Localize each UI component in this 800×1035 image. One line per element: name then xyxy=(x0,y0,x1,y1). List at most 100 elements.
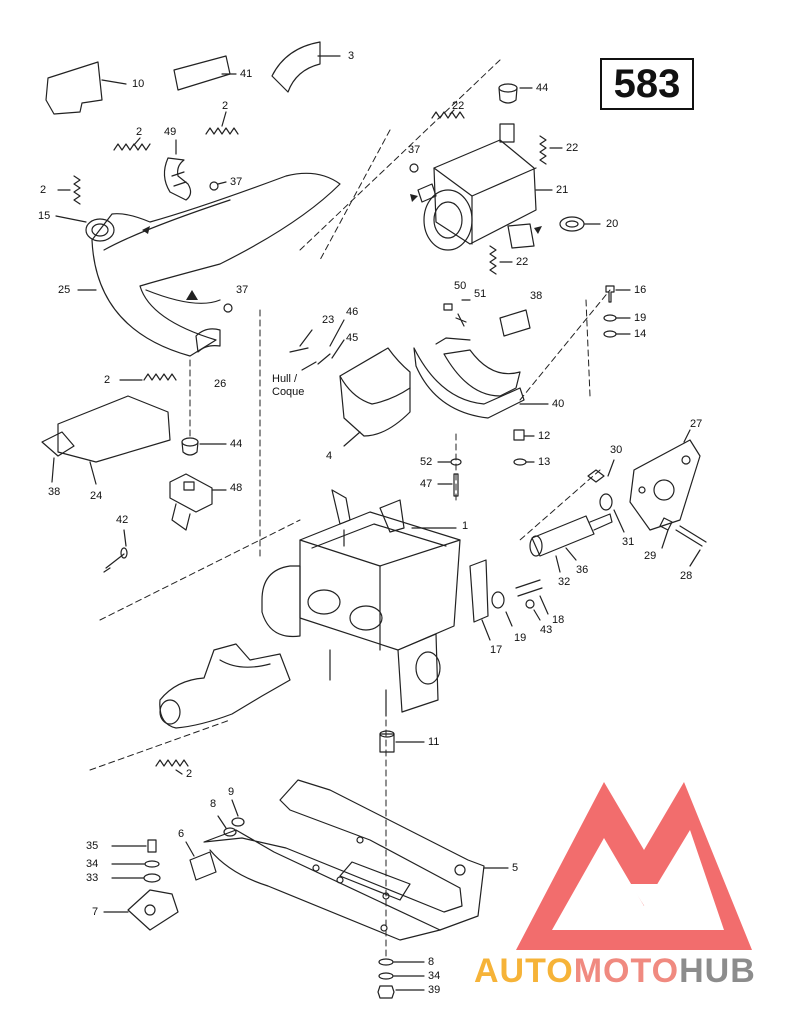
callout-c7: 7 xyxy=(92,906,99,918)
callout-c8a: 8 xyxy=(210,798,217,810)
part-23-46-45-clips xyxy=(289,319,345,371)
callout-c51: 51 xyxy=(474,288,487,300)
callout-c52: 52 xyxy=(420,456,433,468)
part-3-shield xyxy=(271,41,341,93)
spring-part-2-b xyxy=(205,111,239,135)
part-4-hull-saddle xyxy=(339,347,411,447)
callout-c16: 16 xyxy=(634,284,647,296)
callout-c46: 46 xyxy=(346,306,359,318)
callout-c42: 42 xyxy=(116,514,129,526)
part-49-elbow xyxy=(163,139,192,201)
part-17-bracket xyxy=(469,559,549,641)
callout-c22a: 22 xyxy=(452,100,465,112)
part-37-nut-b xyxy=(209,181,227,191)
callout-c37a: 37 xyxy=(408,144,421,156)
callout-c21: 21 xyxy=(556,184,569,196)
hull-label: Hull / Coque xyxy=(272,373,304,399)
callout-c13: 13 xyxy=(538,456,551,468)
callout-c4: 4 xyxy=(326,450,333,462)
callout-c24: 24 xyxy=(90,490,103,502)
part-10-plate xyxy=(45,61,127,115)
callout-c22c: 22 xyxy=(516,256,529,268)
part-50-51-bolts xyxy=(443,299,471,327)
part-21-muffler xyxy=(417,123,553,251)
spring-part-2-e xyxy=(155,759,189,775)
callout-c2d: 2 xyxy=(104,374,111,386)
spring-part-2-d xyxy=(119,373,177,381)
callout-c3: 3 xyxy=(348,50,355,62)
part-9-8-6-hardware xyxy=(185,799,245,881)
callout-c12: 12 xyxy=(538,430,551,442)
callout-c25: 25 xyxy=(58,284,71,296)
assembly-guide-lines xyxy=(89,59,611,961)
part-40-bracket xyxy=(413,337,549,419)
callout-c2b: 2 xyxy=(222,100,229,112)
spring-part-2-a xyxy=(113,137,151,151)
callout-c29: 29 xyxy=(644,550,657,562)
callout-c20: 20 xyxy=(606,218,619,230)
watermark-logo-icon xyxy=(516,782,752,950)
callout-c30: 30 xyxy=(610,444,623,456)
part-38-pad-top xyxy=(499,309,531,337)
part-37-nut-a xyxy=(409,163,419,173)
callout-c34a: 34 xyxy=(86,858,99,870)
callout-c6: 6 xyxy=(178,828,185,840)
callout-c23: 23 xyxy=(322,314,335,326)
part-25-tuned-pipe xyxy=(77,172,341,357)
part-20-outlet xyxy=(507,216,601,249)
arrow-marks xyxy=(142,194,542,300)
callout-c37c: 37 xyxy=(236,284,249,296)
callout-c2e: 2 xyxy=(186,768,193,780)
callout-c10: 10 xyxy=(132,78,145,90)
callout-c17: 17 xyxy=(490,644,503,656)
callout-c49: 49 xyxy=(164,126,177,138)
callout-c18: 18 xyxy=(552,614,565,626)
callout-c44b: 44 xyxy=(230,438,243,450)
callout-c41: 41 xyxy=(240,68,253,80)
callout-c31: 31 xyxy=(622,536,635,548)
pipe-coupler xyxy=(195,328,221,353)
callout-c15: 15 xyxy=(38,210,51,222)
watermark-part-auto: AUTO xyxy=(474,952,574,990)
callout-c44a: 44 xyxy=(536,82,549,94)
part-42-rivet xyxy=(103,529,128,573)
spring-part-2-c xyxy=(57,175,81,205)
callout-c40: 40 xyxy=(552,398,565,410)
callout-c28: 28 xyxy=(680,570,693,582)
part-48-bracket xyxy=(169,473,227,531)
watermark-part-hub: HUB xyxy=(679,952,756,990)
part-16-19-14-hardware xyxy=(603,285,631,338)
callout-c47: 47 xyxy=(420,478,433,490)
callout-c27: 27 xyxy=(690,418,703,430)
part-15-clamp xyxy=(55,215,115,242)
page-number: 583 xyxy=(600,58,694,110)
spring-part-22-b xyxy=(539,135,563,165)
callout-c45: 45 xyxy=(346,332,359,344)
part-1-engine xyxy=(261,489,461,717)
callout-c33: 33 xyxy=(86,872,99,884)
part-36-32-shaft xyxy=(529,513,613,573)
callout-c32: 32 xyxy=(558,576,571,588)
callout-c39: 39 xyxy=(428,984,441,996)
callout-c2c: 2 xyxy=(40,184,47,196)
part-37-nut-c xyxy=(223,303,233,313)
callout-c9: 9 xyxy=(228,786,235,798)
watermark-brand: AUTOMOTOHUB xyxy=(474,952,756,991)
part-41-strip xyxy=(173,55,237,91)
callout-c19b: 19 xyxy=(514,632,527,644)
part-5-engine-cradle xyxy=(203,779,509,941)
callout-c38b: 38 xyxy=(48,486,61,498)
part-8-34-39-hardware xyxy=(377,958,425,999)
callout-c50: 50 xyxy=(454,280,467,292)
callout-c11: 11 xyxy=(428,736,440,748)
part-12-13-52-47-hardware xyxy=(437,429,535,497)
exhaust-manifold xyxy=(159,643,291,729)
callout-c43: 43 xyxy=(540,624,553,636)
spring-part-22-a xyxy=(431,109,465,119)
part-24-panel xyxy=(41,395,171,485)
callout-c14: 14 xyxy=(634,328,647,340)
part-29-28-bolt xyxy=(659,517,707,567)
part-44-grommet-bottom xyxy=(181,437,227,456)
watermark-part-moto: MOTO xyxy=(573,952,680,990)
callout-c48: 48 xyxy=(230,482,243,494)
